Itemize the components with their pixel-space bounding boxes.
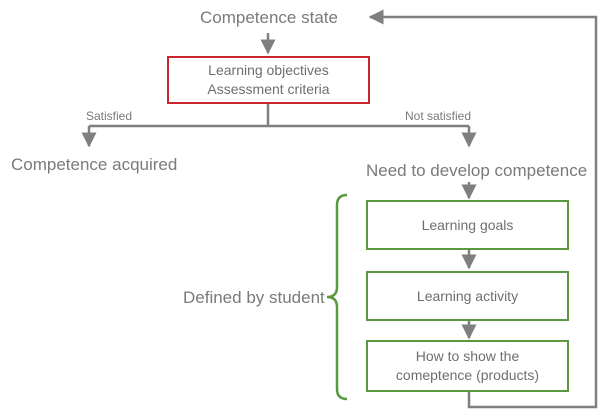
need-to-develop-label: Need to develop competence bbox=[366, 161, 588, 180]
student-bracket bbox=[326, 193, 348, 401]
show-competence-box: How to show the comeptence (products) bbox=[366, 340, 569, 392]
competence-acquired-label: Competence acquired bbox=[11, 155, 178, 174]
competence-state-label: Competence state bbox=[200, 8, 338, 27]
feedback-loop-arrow bbox=[368, 9, 598, 409]
objectives-line-1: Learning objectives bbox=[208, 62, 329, 78]
learning-activity-box: Learning activity bbox=[366, 271, 569, 321]
show-competence-line-1: How to show the bbox=[415, 348, 520, 364]
satisfied-label: Satisfied bbox=[86, 109, 133, 123]
learning-goals-text: Learning goals bbox=[421, 216, 514, 233]
show-competence-line-2: comeptence (products) bbox=[395, 367, 540, 383]
objectives-box: Learning objectives Assessment criteria bbox=[167, 56, 370, 104]
not-satisfied-label: Not satisfied bbox=[405, 109, 472, 123]
defined-by-student-label: Defined by student bbox=[183, 288, 325, 307]
objectives-line-2: Assessment criteria bbox=[207, 81, 330, 97]
learning-goals-box: Learning goals bbox=[366, 200, 569, 250]
learning-activity-text: Learning activity bbox=[416, 287, 519, 304]
